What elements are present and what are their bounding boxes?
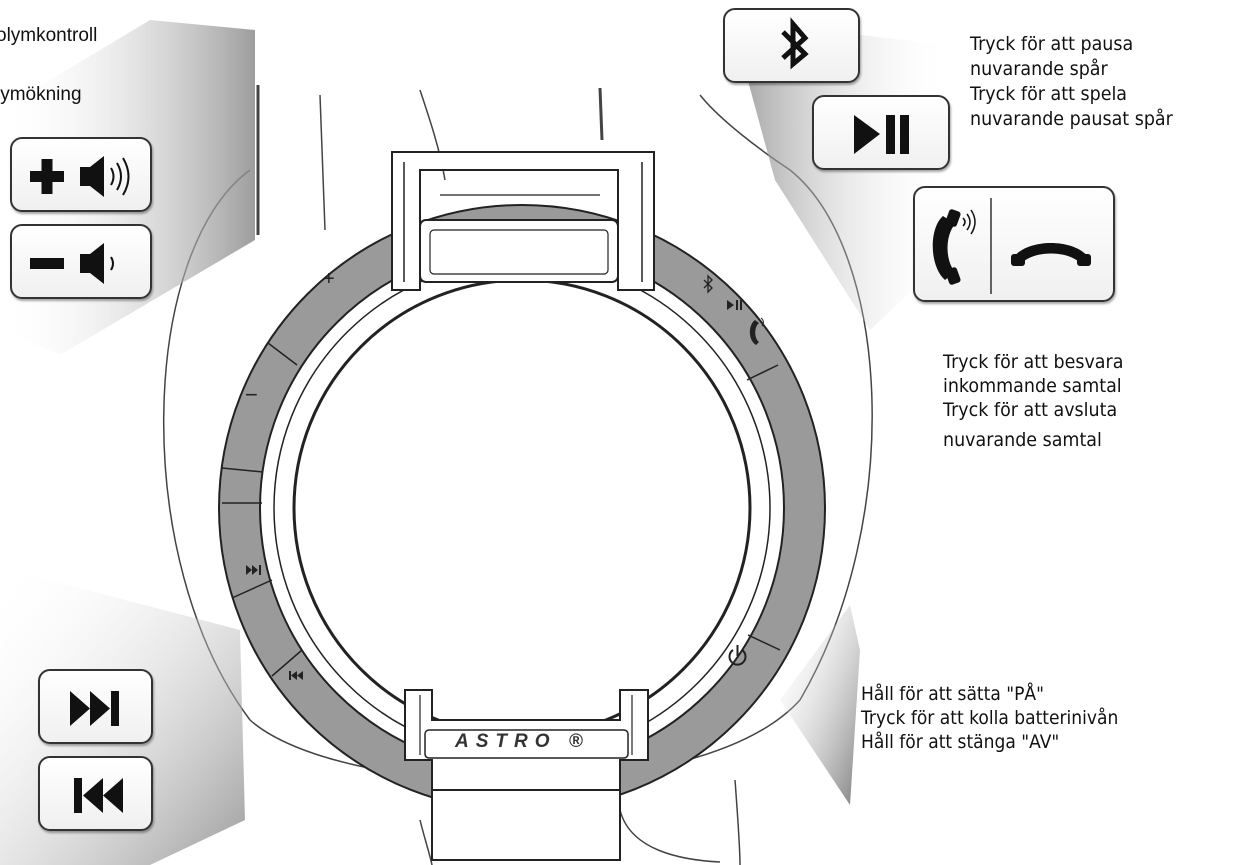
plus-speaker-icon — [30, 156, 130, 197]
volume-title-label: olymkontroll — [0, 25, 98, 46]
power-line-2: Tryck för att kolla batterinivån — [861, 707, 1119, 729]
call-button[interactable] — [913, 186, 1115, 302]
play-pause-description: Tryck för att pausa nuvarande spår Tryck… — [970, 32, 1173, 132]
top-yoke — [391, 151, 655, 291]
pause-line-2: nuvarande spår — [970, 58, 1108, 80]
power-line-1: Håll för att sätta "PÅ" — [861, 683, 1045, 705]
play-line-2: nuvarande pausat spår — [970, 108, 1173, 130]
power-description: Håll för att sätta "PÅ" Tryck för att ko… — [861, 682, 1118, 754]
volume-down-button[interactable] — [10, 224, 152, 299]
pause-line-1: Tryck för att pausa — [970, 33, 1134, 55]
play-pause-button[interactable] — [812, 95, 950, 170]
answer-line-2: inkommande samtal — [943, 375, 1122, 397]
previous-track-icon — [74, 778, 123, 813]
volume-up-button[interactable] — [10, 137, 152, 212]
end-line-1: Tryck för att avsluta — [943, 399, 1118, 421]
play-line-1: Tryck för att spela — [970, 83, 1128, 105]
power-line-3: Håll för att stänga "AV" — [861, 731, 1060, 753]
phone-answer-hangup-icon — [932, 198, 1091, 294]
ring-plus-mark: + — [323, 268, 335, 290]
minus-speaker-icon — [30, 243, 114, 284]
next-track-button[interactable] — [38, 669, 153, 744]
end-line-2: nuvarande samtal — [943, 429, 1102, 451]
ring-icons — [246, 274, 764, 680]
next-track-icon — [70, 691, 119, 726]
ring-minus-mark: − — [245, 382, 258, 407]
answer-line-1: Tryck för att besvara — [943, 351, 1124, 373]
bottom-yoke — [404, 689, 649, 861]
bluetooth-button[interactable] — [723, 8, 860, 83]
call-description: Tryck för att besvara inkommande samtal … — [943, 350, 1123, 452]
play-pause-icon — [854, 115, 909, 154]
brand-text: ASTRO ® — [455, 731, 590, 752]
volume-up-label: lymökning — [0, 84, 82, 105]
previous-track-button[interactable] — [38, 756, 153, 831]
bluetooth-icon — [781, 17, 809, 70]
